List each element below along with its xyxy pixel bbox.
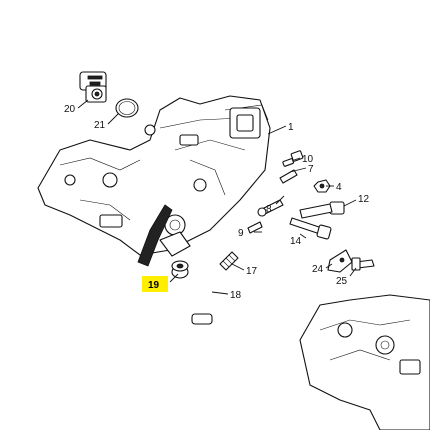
part-21-o-ring bbox=[115, 98, 139, 118]
part-4-nut bbox=[313, 179, 331, 193]
callout-19: 19 bbox=[148, 280, 160, 291]
part-18-hose bbox=[191, 266, 223, 325]
part-17-spring bbox=[219, 251, 239, 271]
highlight-box-19 bbox=[142, 276, 168, 292]
part-9-screw bbox=[247, 221, 263, 234]
partial-crankcase bbox=[299, 294, 430, 430]
callout-21: 21 bbox=[94, 120, 106, 131]
part-8-pin bbox=[257, 199, 284, 217]
callout-12: 12 bbox=[358, 194, 370, 205]
part-12-screw bbox=[299, 201, 345, 219]
callout-14: 14 bbox=[290, 236, 302, 247]
part-14-shaft bbox=[289, 217, 332, 240]
callout-24: 24 bbox=[312, 264, 324, 275]
callout-18: 18 bbox=[230, 290, 242, 301]
leader-lines bbox=[77, 99, 357, 295]
callout-10: 10 bbox=[302, 154, 314, 165]
callout-17: 17 bbox=[246, 266, 258, 277]
part-19-bushing bbox=[171, 260, 189, 279]
callout-7: 7 bbox=[308, 164, 314, 175]
part-7-pin bbox=[279, 169, 298, 184]
part-24-bracket bbox=[327, 249, 353, 273]
callout-9: 9 bbox=[238, 228, 244, 239]
callout-8: 8 bbox=[266, 204, 272, 215]
part-20-assembly bbox=[79, 71, 107, 103]
callout-25: 25 bbox=[336, 276, 348, 287]
part-10-bolt bbox=[282, 150, 304, 167]
callout-20: 20 bbox=[64, 104, 76, 115]
callout-labels: 1 4 7 8 9 10 12 14 17 18 19 20 21 24 25 bbox=[64, 104, 370, 301]
part-1-crankcase bbox=[37, 95, 271, 267]
part-25-screw bbox=[351, 257, 375, 271]
callout-4: 4 bbox=[336, 182, 342, 193]
callout-1: 1 bbox=[288, 122, 294, 133]
